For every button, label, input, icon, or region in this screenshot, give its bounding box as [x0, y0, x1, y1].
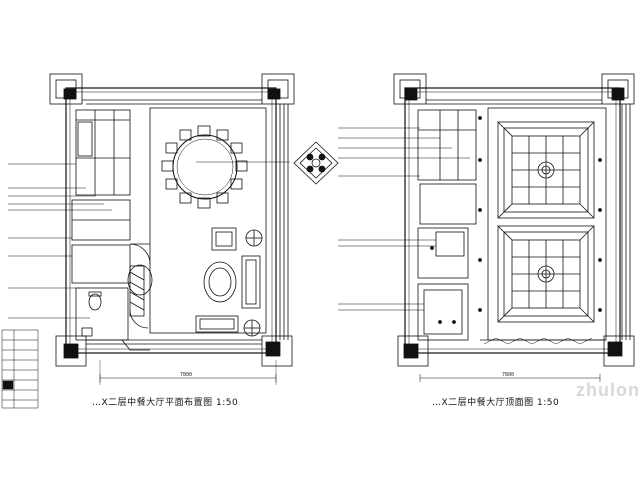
sofa — [241, 255, 261, 309]
right-leader-lines — [338, 127, 470, 311]
column-bottom-right — [261, 335, 293, 367]
right-drawing-title: …X二层中餐大厅顶面图 1:50 — [432, 398, 560, 408]
round-dining-table — [172, 134, 238, 200]
left-floor-plan — [49, 73, 295, 385]
left-drawing-title: …X二层中餐大厅平面布置图 1:50 — [92, 398, 239, 408]
watermark: zhulong — [576, 380, 640, 400]
column-top-right — [261, 73, 295, 105]
left-leader-lines — [8, 161, 290, 319]
toilet-fixture — [88, 293, 102, 311]
ceiling-panel-upper — [497, 121, 595, 219]
ceiling-lights — [430, 116, 602, 324]
column-bottom-right — [603, 335, 635, 367]
armchair — [211, 227, 237, 251]
column-top-left — [393, 73, 427, 105]
legend-table — [1, 329, 39, 409]
dining-chairs — [161, 125, 248, 209]
coffee-table — [203, 261, 237, 303]
compass-symbol — [293, 141, 339, 185]
right-ceiling-plan — [393, 73, 635, 382]
ceiling-panel-lower — [497, 225, 595, 323]
left-dimension-label: 7800 — [180, 372, 193, 378]
column-top-left — [49, 73, 83, 105]
column-bottom-left — [55, 335, 87, 367]
column-bottom-left — [397, 335, 429, 367]
right-dimension-label: 7800 — [502, 372, 515, 378]
column-top-right — [601, 73, 635, 105]
